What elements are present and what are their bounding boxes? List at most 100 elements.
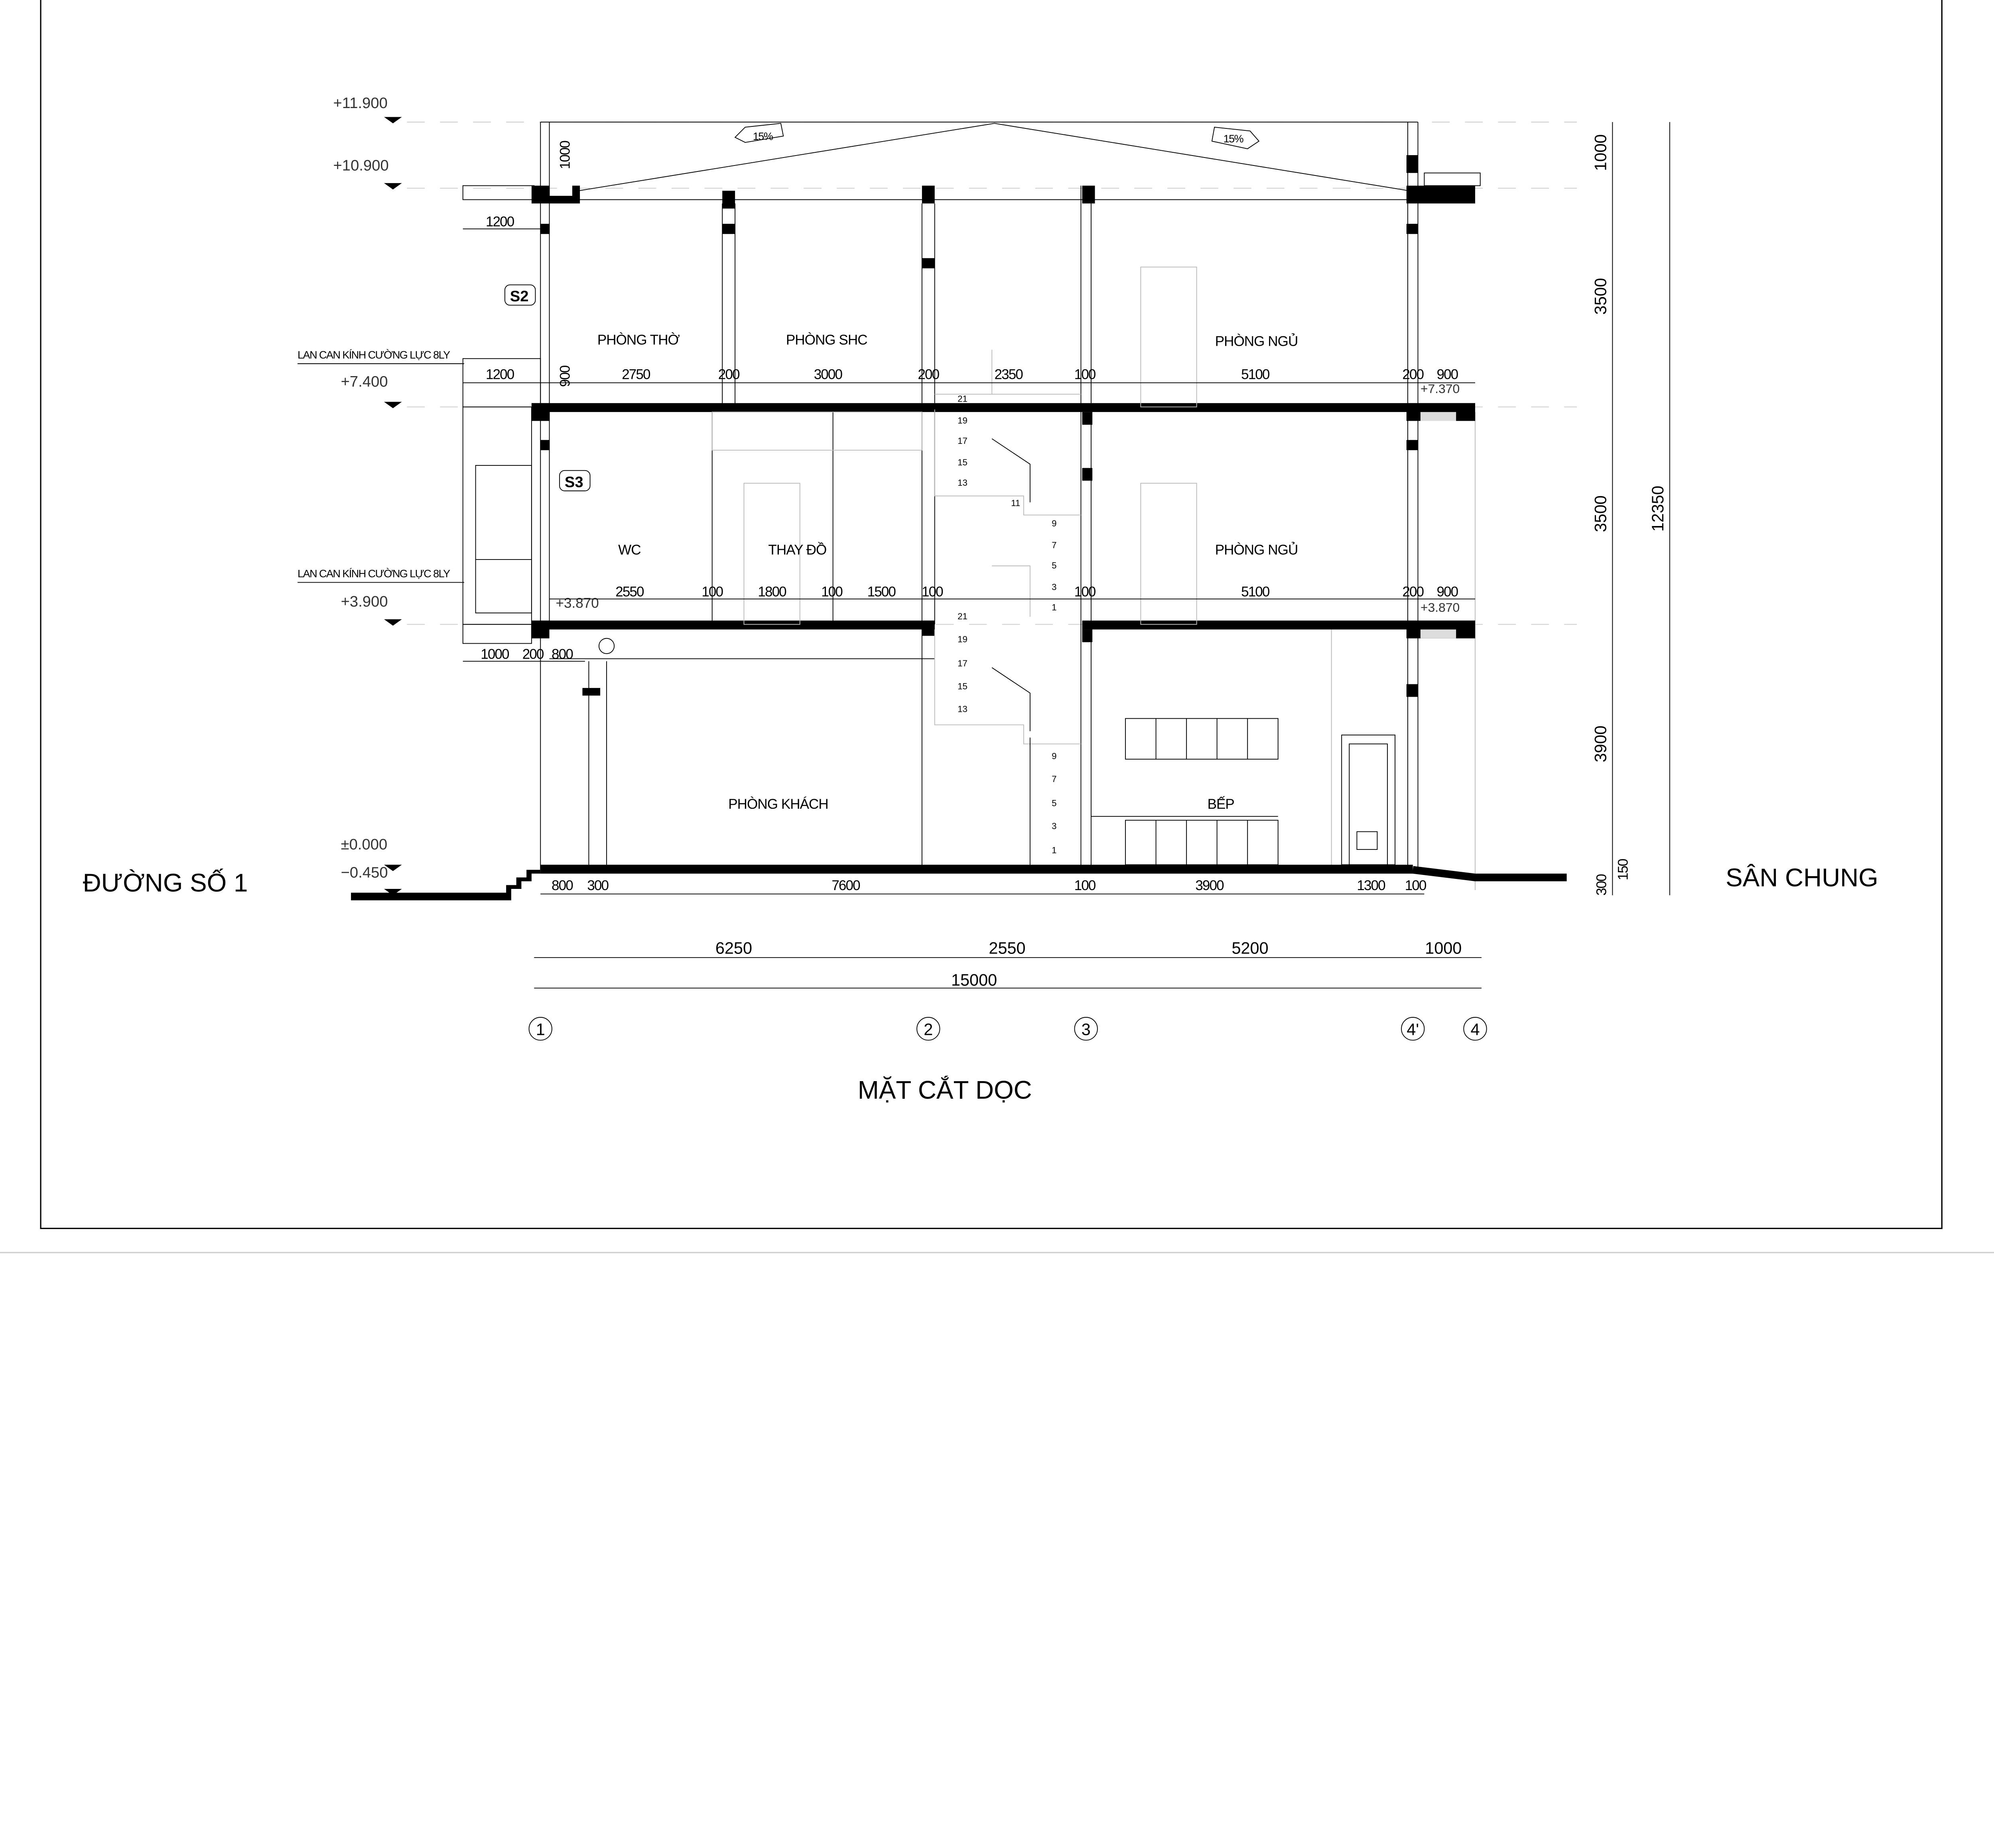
dimension-label: 1200 xyxy=(486,214,514,230)
room-label: WC xyxy=(618,542,641,558)
dimension-label: 1000 xyxy=(558,140,573,169)
room-label: THAY ĐỒ xyxy=(768,542,826,558)
stair-step-number: 13 xyxy=(958,704,967,714)
stair-step-number: 13 xyxy=(958,478,967,488)
annotations: LAN CAN KÍNH CƯỜNG LỰC 8LY LAN CAN KÍNH … xyxy=(298,284,591,583)
dimensions-bottom: 6250 2550 5200 1000 15000 xyxy=(534,939,1482,989)
dimension-label: 1800 xyxy=(758,584,786,600)
dimension-label: 1200 xyxy=(486,366,514,382)
dimension-label: 3500 xyxy=(1591,278,1610,315)
dimension-label: 3000 xyxy=(814,366,843,382)
stair-step-number: 15 xyxy=(958,457,967,467)
drawing-title: MẶT CẮT DỌC xyxy=(858,1076,1032,1104)
dimension-label: 2750 xyxy=(622,366,650,382)
dimensions-vertical: 1000 3500 3500 3900 300 150 12350 xyxy=(1591,122,1670,896)
dimension-label: 1500 xyxy=(867,584,896,600)
dimension-label: 100 xyxy=(922,584,943,600)
dimension-label: 800 xyxy=(552,878,573,893)
dimensions-roof: 1200 1000 xyxy=(463,140,573,230)
stair-step-number: 9 xyxy=(1052,751,1056,761)
axis-label: 2 xyxy=(924,1020,933,1039)
dimension-label: 200 xyxy=(718,366,740,382)
slope-arrow-left: 15% xyxy=(734,123,784,143)
level-label: +10.900 xyxy=(333,157,388,174)
dimension-label: 5100 xyxy=(1241,584,1270,600)
level-label: −0.450 xyxy=(341,864,388,881)
dimension-label: 1000 xyxy=(481,646,509,662)
dimension-label: 300 xyxy=(1594,874,1609,896)
room-label: PHÒNG NGỦ xyxy=(1215,542,1298,558)
level-label: +3.870 xyxy=(1421,600,1460,615)
dimension-label: 1000 xyxy=(1425,939,1462,957)
stair-step-number: 7 xyxy=(1052,540,1056,550)
yard-label: SÂN CHUNG xyxy=(1726,863,1878,892)
dimension-label: 2550 xyxy=(989,939,1025,957)
balcony-left xyxy=(462,358,541,644)
room-label: BẾP xyxy=(1208,796,1234,812)
dimension-label: 1300 xyxy=(1357,878,1385,893)
room-label: PHÒNG KHÁCH xyxy=(728,796,828,812)
level-label: ±0.000 xyxy=(341,836,388,853)
stair-step-number: 15 xyxy=(958,681,967,691)
stair-numbers-lower: 21 19 17 15 13 9 7 5 3 1 xyxy=(958,611,1056,855)
dimensions-floor3: 1200 900 2750 200 3000 200 2350 100 5100… xyxy=(463,365,1475,387)
stair-step-number: 19 xyxy=(958,416,967,426)
dimension-label: 2550 xyxy=(615,584,644,600)
drawing-frame xyxy=(40,0,1943,1229)
walls xyxy=(540,122,1476,891)
stair-step-number: 5 xyxy=(1052,560,1056,570)
stair-step-number: 1 xyxy=(1052,845,1056,855)
slabs xyxy=(351,403,1567,900)
dimension-label: 300 xyxy=(587,878,609,893)
dimension-label: 5100 xyxy=(1241,366,1270,382)
dimension-label: 100 xyxy=(1405,878,1427,893)
axis-label: 4' xyxy=(1407,1020,1419,1039)
dimension-label: 2350 xyxy=(995,366,1023,382)
stair-step-number: 17 xyxy=(958,436,967,446)
kitchen-lower-cabinets xyxy=(1091,816,1279,865)
roof-slope-label: 15% xyxy=(1224,132,1244,145)
dimension-label: 100 xyxy=(1074,366,1096,382)
furniture xyxy=(711,266,1396,865)
section-tag-s3: S3 xyxy=(565,473,583,491)
level-label: +3.870 xyxy=(556,595,599,611)
axis-label: 1 xyxy=(536,1020,545,1039)
stair-step-number: 21 xyxy=(958,394,967,404)
stair-step-number: 9 xyxy=(1052,518,1056,528)
section-drawing: 15% 15% xyxy=(0,0,1994,1253)
dimension-label: 7600 xyxy=(831,878,860,893)
stair-step-number: 11 xyxy=(1011,498,1020,508)
room-label: PHÒNG THỜ xyxy=(597,332,680,348)
railing-note: LAN CAN KÍNH CƯỜNG LỰC 8LY xyxy=(298,349,450,361)
dimension-label: 200 xyxy=(918,366,939,382)
dimension-label: 900 xyxy=(558,365,573,387)
dimension-label: 12350 xyxy=(1648,486,1667,532)
level-label: +11.900 xyxy=(333,95,387,112)
dimension-label: 900 xyxy=(1436,366,1458,382)
stair-step-number: 3 xyxy=(1052,821,1056,831)
roof: 15% 15% xyxy=(462,122,1481,204)
dimensions-ground: 800 300 7600 100 3900 1300 100 xyxy=(540,878,1427,894)
axis-label: 3 xyxy=(1082,1020,1091,1039)
dimension-label: 150 xyxy=(1616,859,1631,880)
staircase xyxy=(934,349,1081,865)
columns xyxy=(540,185,1418,697)
room-label: PHÒNG NGỦ xyxy=(1215,333,1298,349)
dimension-label: 1000 xyxy=(1591,134,1610,171)
room-label: PHÒNG SHC xyxy=(786,332,867,348)
railing-note: LAN CAN KÍNH CƯỜNG LỰC 8LY xyxy=(298,567,450,580)
section-tag-s2: S2 xyxy=(510,288,529,305)
level-label: +7.370 xyxy=(1421,381,1460,396)
stair-step-number: 3 xyxy=(1052,582,1056,592)
dimension-label: 3500 xyxy=(1591,495,1610,532)
dimension-label: 15000 xyxy=(951,970,997,989)
door xyxy=(1341,735,1396,865)
stair-step-number: 17 xyxy=(958,658,967,668)
dimension-label: 5200 xyxy=(1231,939,1268,957)
grid-axes: 1 2 3 4' 4 xyxy=(528,1017,1487,1041)
dimensions-floor2: 2550 100 1800 100 1500 100 100 5100 200 … xyxy=(463,584,1475,662)
axis-label: 4 xyxy=(1470,1020,1480,1039)
dimension-label: 6250 xyxy=(715,939,752,957)
street-label: ĐƯỜNG SỐ 1 xyxy=(83,868,248,897)
kitchen-upper-cabinets xyxy=(1125,718,1279,760)
